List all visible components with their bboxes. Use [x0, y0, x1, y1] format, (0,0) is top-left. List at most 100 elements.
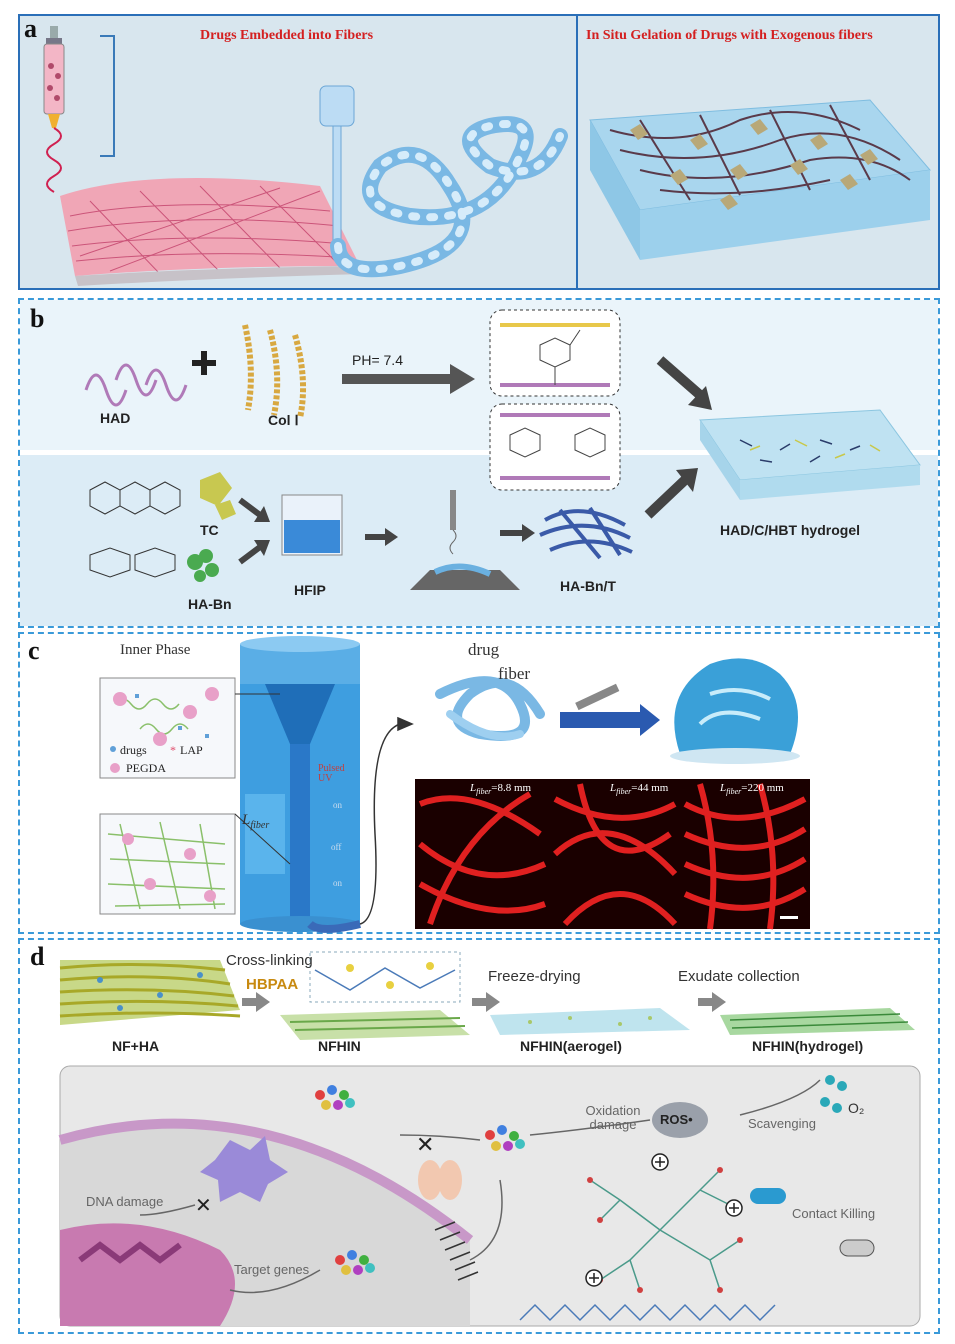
panel-a-label: a — [24, 14, 37, 43]
label-off: off — [331, 842, 342, 852]
arrow-d3 — [698, 992, 726, 1012]
micro-label-1-sub: fiber — [476, 787, 492, 797]
arrow-d1 — [242, 992, 270, 1012]
legend-pegda-text: PEGDA — [126, 761, 166, 775]
label-drug: drug — [468, 640, 500, 659]
panel-a-illustration-right — [589, 99, 931, 260]
panel-c-label: c — [28, 636, 40, 665]
microfluidic-device — [240, 636, 361, 933]
ph-arrow — [342, 364, 475, 394]
tc-crystal — [200, 472, 236, 520]
label-o2: O₂ — [848, 1100, 865, 1116]
ion-cluster-1 — [315, 1085, 355, 1110]
label-dna-damage: DNA damage — [86, 1194, 164, 1209]
svg-text:*: * — [170, 743, 176, 757]
arrows-to-hfip — [238, 497, 270, 565]
panel-a-divider — [576, 14, 578, 290]
micrograph-2 — [550, 779, 682, 929]
label-freeze-drying: Freeze-drying — [488, 968, 581, 985]
callout-lines — [234, 693, 291, 865]
micro-label-2-value: =44 mm — [631, 782, 669, 794]
label-cross-linking: Cross-linking — [226, 952, 313, 969]
label-pulsed-uv: Pulsed UV — [318, 763, 345, 784]
label-nfhin-aerogel: NFHIN(aerogel) — [520, 1038, 622, 1054]
micro-label-3-sub: fiber — [726, 787, 742, 797]
label-nfhin-hydrogel: NFHIN(hydrogel) — [752, 1038, 864, 1054]
ha-bn-molecule — [89, 547, 176, 578]
panel-a-title-left: Drugs Embedded into Fibers — [200, 28, 374, 43]
arrow-spin-to-ha-bn-t — [500, 524, 535, 542]
beaker-icon — [281, 494, 343, 556]
ha-bn-cluster — [187, 549, 219, 582]
label-on-1: on — [333, 800, 342, 810]
nf-ha-block — [59, 960, 241, 1025]
micrograph-1 — [415, 779, 550, 929]
label-had: HAD — [100, 410, 131, 426]
label-ha-bn: HA-Bn — [188, 596, 232, 612]
panel-d-label: d — [30, 942, 45, 971]
micro-label-3: Lfiber=220 mm — [720, 782, 784, 797]
micro-label-1-value: =8.8 mm — [491, 782, 532, 794]
label-ph: PH= 7.4 — [352, 352, 403, 368]
o2-molecules — [820, 1075, 847, 1113]
l-fiber-sub: fiber — [250, 820, 270, 831]
label-on-2: on — [333, 878, 342, 888]
label-hydrogel: HAD/C/HBT hydrogel — [720, 522, 860, 538]
arrow-d2 — [472, 992, 500, 1012]
l-fiber-letter: L — [242, 812, 251, 828]
panel-a-title-right: In Situ Gelation of Drugs with Exogenous… — [586, 28, 873, 43]
mechanism-box: ✕ ✕ — [58, 1065, 921, 1327]
damage-star-icon — [200, 1136, 288, 1202]
plus-icon — [192, 351, 216, 375]
hydrogel-b — [699, 409, 921, 500]
ros-bubble — [652, 1102, 708, 1138]
block-x-icon-1: ✕ — [416, 1132, 434, 1157]
nfhin-sheet — [280, 951, 470, 1040]
bacterium-icon — [750, 1188, 786, 1204]
micro-label-1: Lfiber=8.8 mm — [470, 782, 532, 797]
nfhin-aerogel — [490, 1008, 690, 1035]
label-target-genes: Target genes — [234, 1262, 310, 1277]
label-exudate: Exudate collection — [678, 968, 800, 985]
label-tc: TC — [200, 522, 219, 538]
drug-fiber-swirl — [435, 676, 545, 741]
had-chains — [84, 363, 188, 407]
micro-label-2: Lfiber=44 mm — [610, 782, 669, 797]
ion-cluster-3 — [335, 1250, 375, 1275]
ion-cluster-2 — [485, 1125, 525, 1151]
arrow-to-hydrogel — [644, 356, 712, 519]
legend-drugs-text: drugs — [120, 743, 147, 757]
panel-b-illustration — [84, 309, 921, 590]
collagen-fibers — [242, 324, 307, 419]
ha-bn-t-mesh — [539, 506, 633, 560]
label-inner-phase: Inner Phase — [120, 642, 191, 658]
label-contact-killing: Contact Killing — [792, 1206, 876, 1221]
panel-a-illustration-left — [43, 26, 568, 286]
tc-molecule — [89, 481, 181, 515]
label-ha-bn-t: HA-Bn/T — [560, 578, 616, 594]
label-scavenging: Scavenging — [748, 1116, 816, 1131]
fiber-tube — [319, 85, 568, 278]
label-nfhin: NFHIN — [318, 1038, 361, 1054]
legend-lap-text: LAP — [180, 743, 203, 757]
micro-label-2-sub: fiber — [616, 787, 632, 797]
panel-b-label: b — [30, 304, 45, 333]
label-l-fiber: Lfiber — [242, 812, 269, 831]
phase-legend-box: drugs * LAP PEGDA — [99, 677, 236, 779]
injection-arrow — [560, 683, 660, 736]
label-oxidation-damage: Oxidation damage — [585, 1103, 641, 1132]
hydrogel-block — [589, 99, 931, 260]
label-ros: ROS• — [660, 1112, 693, 1127]
micro-label-3-value: =220 mm — [741, 782, 784, 794]
crosslink-boxes — [489, 309, 621, 491]
label-hfip: HFIP — [294, 582, 326, 598]
label-fiber: fiber — [498, 664, 531, 683]
output-arrow — [359, 716, 414, 925]
panel-c-illustration: drugs * LAP PEGDA — [99, 636, 810, 933]
electrospinning — [410, 490, 520, 590]
label-nf-ha: NF+HA — [112, 1038, 160, 1054]
syringe-icon — [43, 26, 115, 193]
gel-network-box — [99, 813, 236, 915]
dead-bacterium-icon — [839, 1239, 875, 1257]
micrograph-3 — [682, 779, 810, 930]
